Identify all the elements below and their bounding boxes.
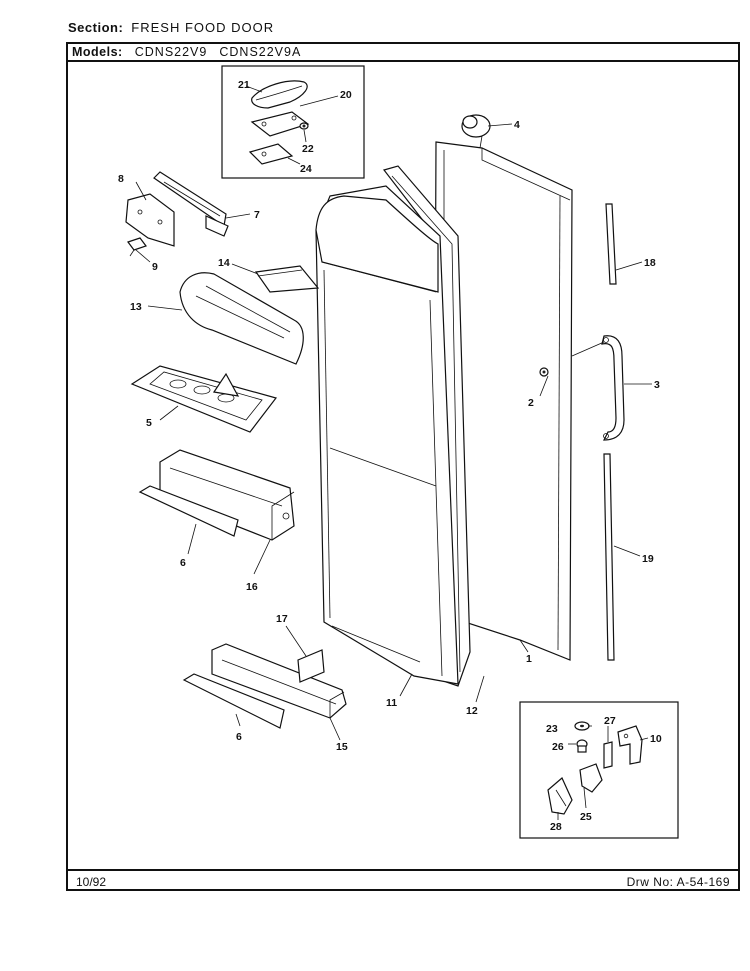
model-1: CDNS22V9 (134, 45, 208, 59)
callout-19: 19 (642, 553, 654, 565)
part-6-trim-upper (138, 485, 239, 537)
models-bar: Models: CDNS22V9 CDNS22V9A (66, 42, 740, 62)
part-28-hinge-cam (547, 777, 573, 815)
callout-14: 14 (218, 257, 230, 269)
callout-23: 23 (546, 723, 558, 735)
callout-3: 3 (654, 379, 660, 391)
callout-1: 1 (526, 653, 532, 665)
callout-4: 4 (514, 119, 520, 131)
callout-10: 10 (650, 733, 662, 745)
part-18-trim-strip (605, 203, 617, 285)
part-20-plate (250, 111, 310, 137)
callout-25: 25 (580, 811, 592, 823)
callout-11: 11 (386, 697, 397, 709)
part-17-divider (297, 649, 325, 683)
section-label: Section: (68, 20, 124, 35)
callout-28: 28 (550, 821, 562, 833)
drawing-frame (66, 42, 740, 891)
section-title: Section: FRESH FOOD DOOR (68, 20, 274, 35)
callout-20: 20 (340, 89, 352, 101)
callout-21: 21 (238, 79, 250, 91)
drawing-number: Drw No: A-54-169 (626, 875, 730, 889)
part-14-tray (254, 265, 320, 293)
part-11-inner-liner (315, 185, 459, 685)
part-21-cap (251, 80, 308, 109)
callout-9: 9 (152, 261, 158, 273)
part-2-screw (539, 367, 549, 377)
callout-labels: 21 20 22 24 4 8 7 9 14 18 13 3 2 5 19 6 … (118, 79, 662, 833)
part-3-handle (601, 335, 625, 441)
part-23-washer (574, 721, 590, 731)
model-2: CDNS22V9A (219, 45, 302, 59)
callout-5: 5 (146, 417, 152, 429)
leader-lines (135, 123, 652, 820)
callout-6-upper: 6 (180, 557, 186, 569)
part-8-bracket (125, 193, 175, 247)
part-26-bushing (576, 739, 588, 753)
revision-date: 10/92 (76, 875, 107, 889)
section-value: FRESH FOOD DOOR (131, 20, 275, 35)
part-5-egg-tray (130, 365, 278, 433)
callout-22: 22 (302, 143, 314, 155)
part-27-plate (603, 741, 613, 769)
callout-13: 13 (130, 301, 142, 313)
part-10-hinge-bracket (617, 725, 643, 765)
part-7-hinge-bar (153, 171, 229, 237)
callout-17: 17 (276, 613, 288, 625)
callout-2: 2 (528, 397, 534, 409)
inset-box-bottom (519, 701, 679, 839)
callout-26: 26 (552, 741, 564, 753)
callout-15: 15 (336, 741, 348, 753)
callout-27: 27 (604, 715, 616, 727)
part-4-knob (461, 114, 491, 149)
part-19-trim-strip (603, 453, 615, 661)
callout-12: 12 (466, 705, 478, 717)
part-6-trim-lower (182, 673, 285, 729)
callout-18: 18 (644, 257, 656, 269)
callout-8: 8 (118, 173, 124, 185)
part-13-dairy-cover (179, 272, 304, 365)
part-22-screw (299, 122, 309, 130)
models-label: Models: (72, 45, 123, 59)
callout-24: 24 (300, 163, 312, 175)
part-24-plate (248, 143, 294, 165)
footer-bar: 10/92 Drw No: A-54-169 (66, 869, 740, 891)
inset-box-top (221, 65, 365, 179)
callout-7: 7 (254, 209, 260, 221)
part-25-hinge-block (579, 763, 603, 793)
part-15-bottom-shelf (211, 643, 347, 719)
callout-16: 16 (246, 581, 258, 593)
callout-6-lower: 6 (236, 731, 242, 743)
part-9-screw (127, 237, 147, 257)
